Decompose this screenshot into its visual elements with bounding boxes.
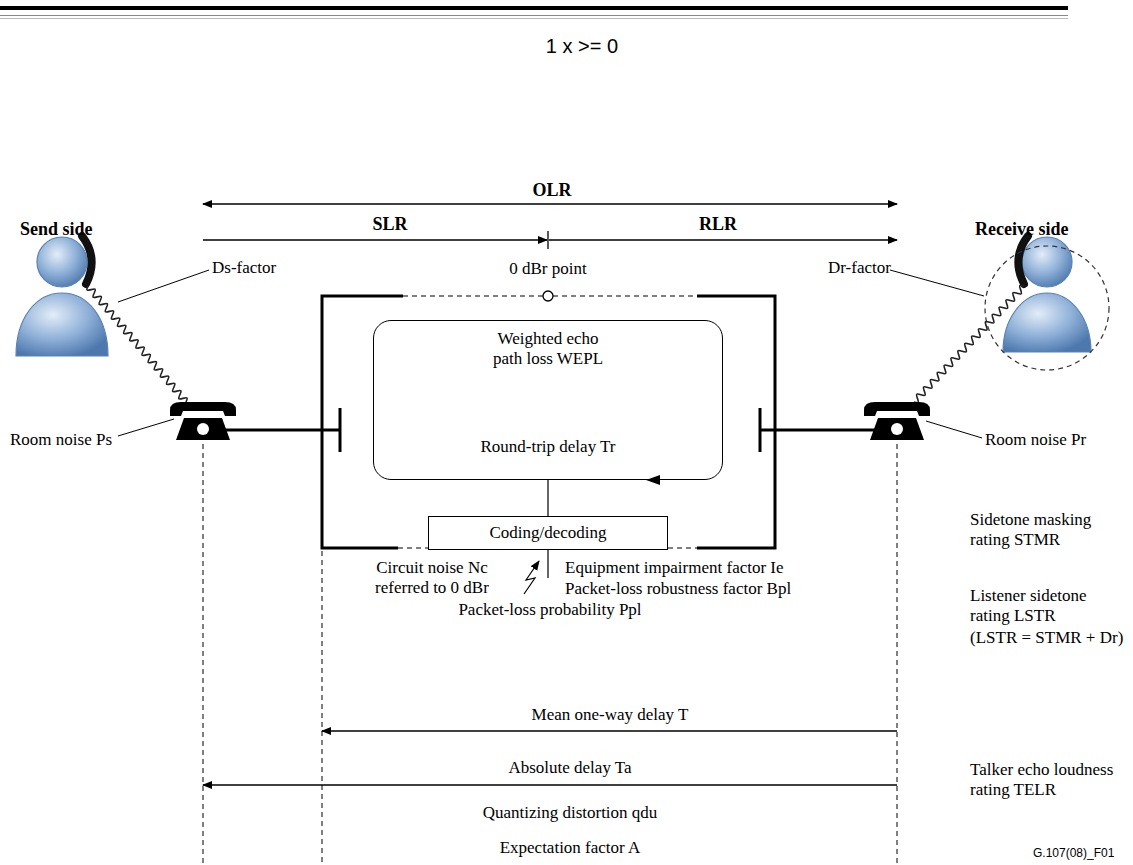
telephone-set <box>197 423 209 435</box>
connection-path <box>339 408 342 452</box>
parameter-label: Talker echo loudness rating TELR <box>970 760 1120 800</box>
parameter-label: Quantizing distortion qdu <box>483 803 658 823</box>
factor-label: Ds-factor <box>212 258 276 278</box>
connection-path <box>697 296 775 548</box>
talker-person <box>16 236 108 356</box>
reference-dashed-line <box>203 444 897 865</box>
rating-arrow <box>203 239 547 240</box>
telephone-set <box>170 402 236 440</box>
figure-id: G.107(08)_F01 <box>1033 846 1114 860</box>
connection-path <box>403 295 543 296</box>
listener-person <box>1022 237 1072 287</box>
parameter-label: Room noise Ps <box>10 430 112 450</box>
telephone-set <box>870 418 924 440</box>
handset-cord <box>87 285 1024 403</box>
header-formula: 1 x >= 0 <box>546 34 618 58</box>
leader-line <box>118 419 174 436</box>
connection-path <box>759 408 762 452</box>
page-rule <box>0 18 1068 19</box>
connector <box>547 480 548 516</box>
connection-path <box>668 547 697 548</box>
loudness-rating-label: RLR <box>699 214 737 235</box>
connection-path <box>398 547 428 548</box>
connection-path <box>225 429 340 432</box>
box-text: Coding/decoding <box>489 523 606 543</box>
box-text: Weighted echo path loss WEPL <box>488 329 608 369</box>
talker-person <box>37 237 87 287</box>
connection-path <box>553 295 697 296</box>
echo-path-loop: Weighted echo path loss WEPL Round-trip d… <box>373 320 723 480</box>
parameter-label: Listener sidetone rating LSTR <box>970 586 1115 626</box>
delay-arrow <box>203 784 897 785</box>
telephone-set <box>170 402 236 416</box>
parameter-label: Room noise Pr <box>985 430 1086 450</box>
loudness-rating-label: OLR <box>532 180 571 201</box>
parameter-label: Expectation factor A <box>500 838 641 858</box>
page-rule <box>0 15 1068 16</box>
rating-arrow <box>203 204 897 249</box>
parameter-label: Sidetone masking rating STMR <box>970 510 1110 550</box>
telephone-set <box>864 402 930 440</box>
reference-dashed-line <box>203 444 204 865</box>
listener-person <box>985 236 1109 370</box>
parameter-label: Equipment impairment factor Ie <box>565 558 784 578</box>
formula-label: (LSTR = STMR + Dr) <box>970 628 1123 648</box>
page-rule <box>0 6 1068 10</box>
codec-box: Coding/decoding <box>428 516 668 550</box>
listener-person <box>1003 293 1091 352</box>
page-rule <box>0 6 1068 19</box>
talker-person <box>82 236 92 284</box>
reference-point <box>543 291 553 301</box>
parameter-label: Circuit noise Nc referred to 0 dBr <box>352 558 512 598</box>
delay-label: Mean one-way delay T <box>532 705 689 725</box>
listener-person <box>1018 236 1028 284</box>
telephone-set <box>891 423 903 435</box>
connection-path <box>322 296 403 548</box>
side-label: Receive side <box>975 219 1068 240</box>
telephone-set <box>864 402 930 416</box>
reference-point-label: 0 dBr point <box>509 259 586 279</box>
delay-label: Absolute delay Ta <box>508 758 631 778</box>
rating-arrow <box>203 203 897 204</box>
reference-dashed-line <box>322 551 323 865</box>
factor-label: Dr-factor <box>828 258 891 278</box>
side-label: Send side <box>20 219 93 240</box>
parameter-label: Packet-loss robustness factor Bpl <box>565 579 791 599</box>
handset-cord <box>87 286 187 402</box>
leader-line <box>890 270 984 296</box>
telephone-set <box>176 418 230 440</box>
rating-arrow <box>547 231 548 249</box>
impairment-symbol <box>524 561 539 594</box>
impairment-symbol <box>524 550 548 594</box>
delay-arrow <box>322 730 897 731</box>
impairment-symbol <box>547 550 548 578</box>
rating-arrow <box>549 239 897 240</box>
box-text: Round-trip delay Tr <box>480 437 615 457</box>
delay-arrow <box>203 731 897 785</box>
leader-line <box>118 270 209 302</box>
loop-arrowhead <box>646 475 660 485</box>
leader-line <box>118 270 984 438</box>
parameter-label: Packet-loss probability Ppl <box>458 600 641 620</box>
connection-path <box>225 296 875 548</box>
reference-dashed-line <box>897 444 898 865</box>
loudness-rating-label: SLR <box>372 214 407 235</box>
connection-path <box>760 429 875 432</box>
leader-line <box>926 421 982 438</box>
handset-cord <box>914 285 1024 403</box>
talker-person <box>16 293 108 356</box>
